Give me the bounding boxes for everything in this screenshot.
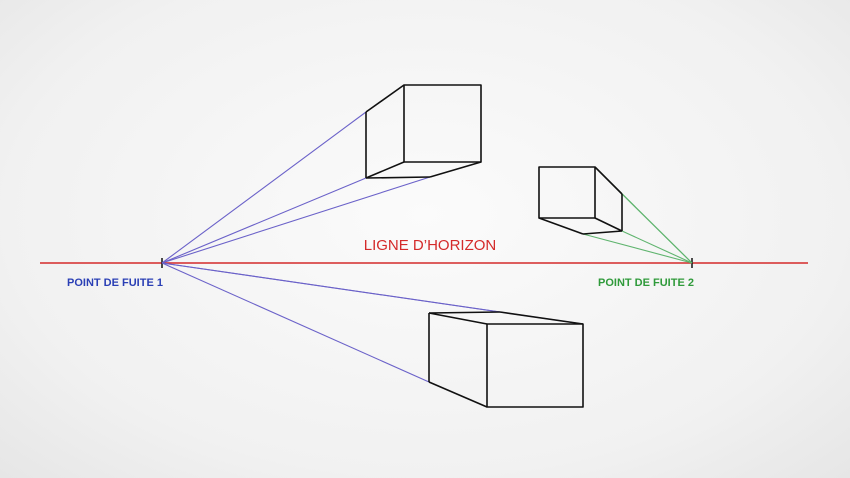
top-cube-front-face	[403, 84, 482, 163]
cube-edge	[538, 217, 584, 235]
cube-edge	[365, 161, 405, 179]
construction-line	[161, 177, 367, 264]
cube-edge	[429, 161, 482, 178]
cube-edge	[428, 381, 488, 408]
cube-edge	[499, 311, 584, 325]
construction-lines-vp1-top-cube	[161, 111, 431, 264]
construction-line	[161, 262, 430, 383]
bottom-cube	[428, 311, 584, 408]
bottom-cube-front-face	[486, 323, 584, 408]
cube-edge	[365, 84, 405, 113]
construction-lines-vp1-bottom-cube	[161, 262, 584, 383]
top-cube	[365, 84, 482, 179]
construction-line	[621, 193, 693, 264]
vanishing-point-1-label: POINT DE FUITE 1	[67, 277, 163, 289]
construction-line	[582, 233, 693, 264]
right-cube-front-face	[538, 166, 596, 219]
horizon-label: LIGNE D’HORIZON	[364, 237, 497, 254]
construction-line	[161, 176, 431, 264]
cube-edge	[428, 312, 488, 325]
construction-lines-vp2-right-cube	[582, 166, 693, 264]
cube-edge	[594, 166, 623, 195]
right-cube	[538, 166, 623, 235]
construction-line	[621, 230, 693, 264]
construction-line	[161, 111, 367, 264]
cube-edge	[594, 217, 623, 232]
cube-edge	[582, 230, 623, 235]
vanishing-point-2-label: POINT DE FUITE 2	[598, 277, 694, 289]
cube-edge	[365, 176, 431, 179]
cube-edge	[428, 311, 501, 314]
